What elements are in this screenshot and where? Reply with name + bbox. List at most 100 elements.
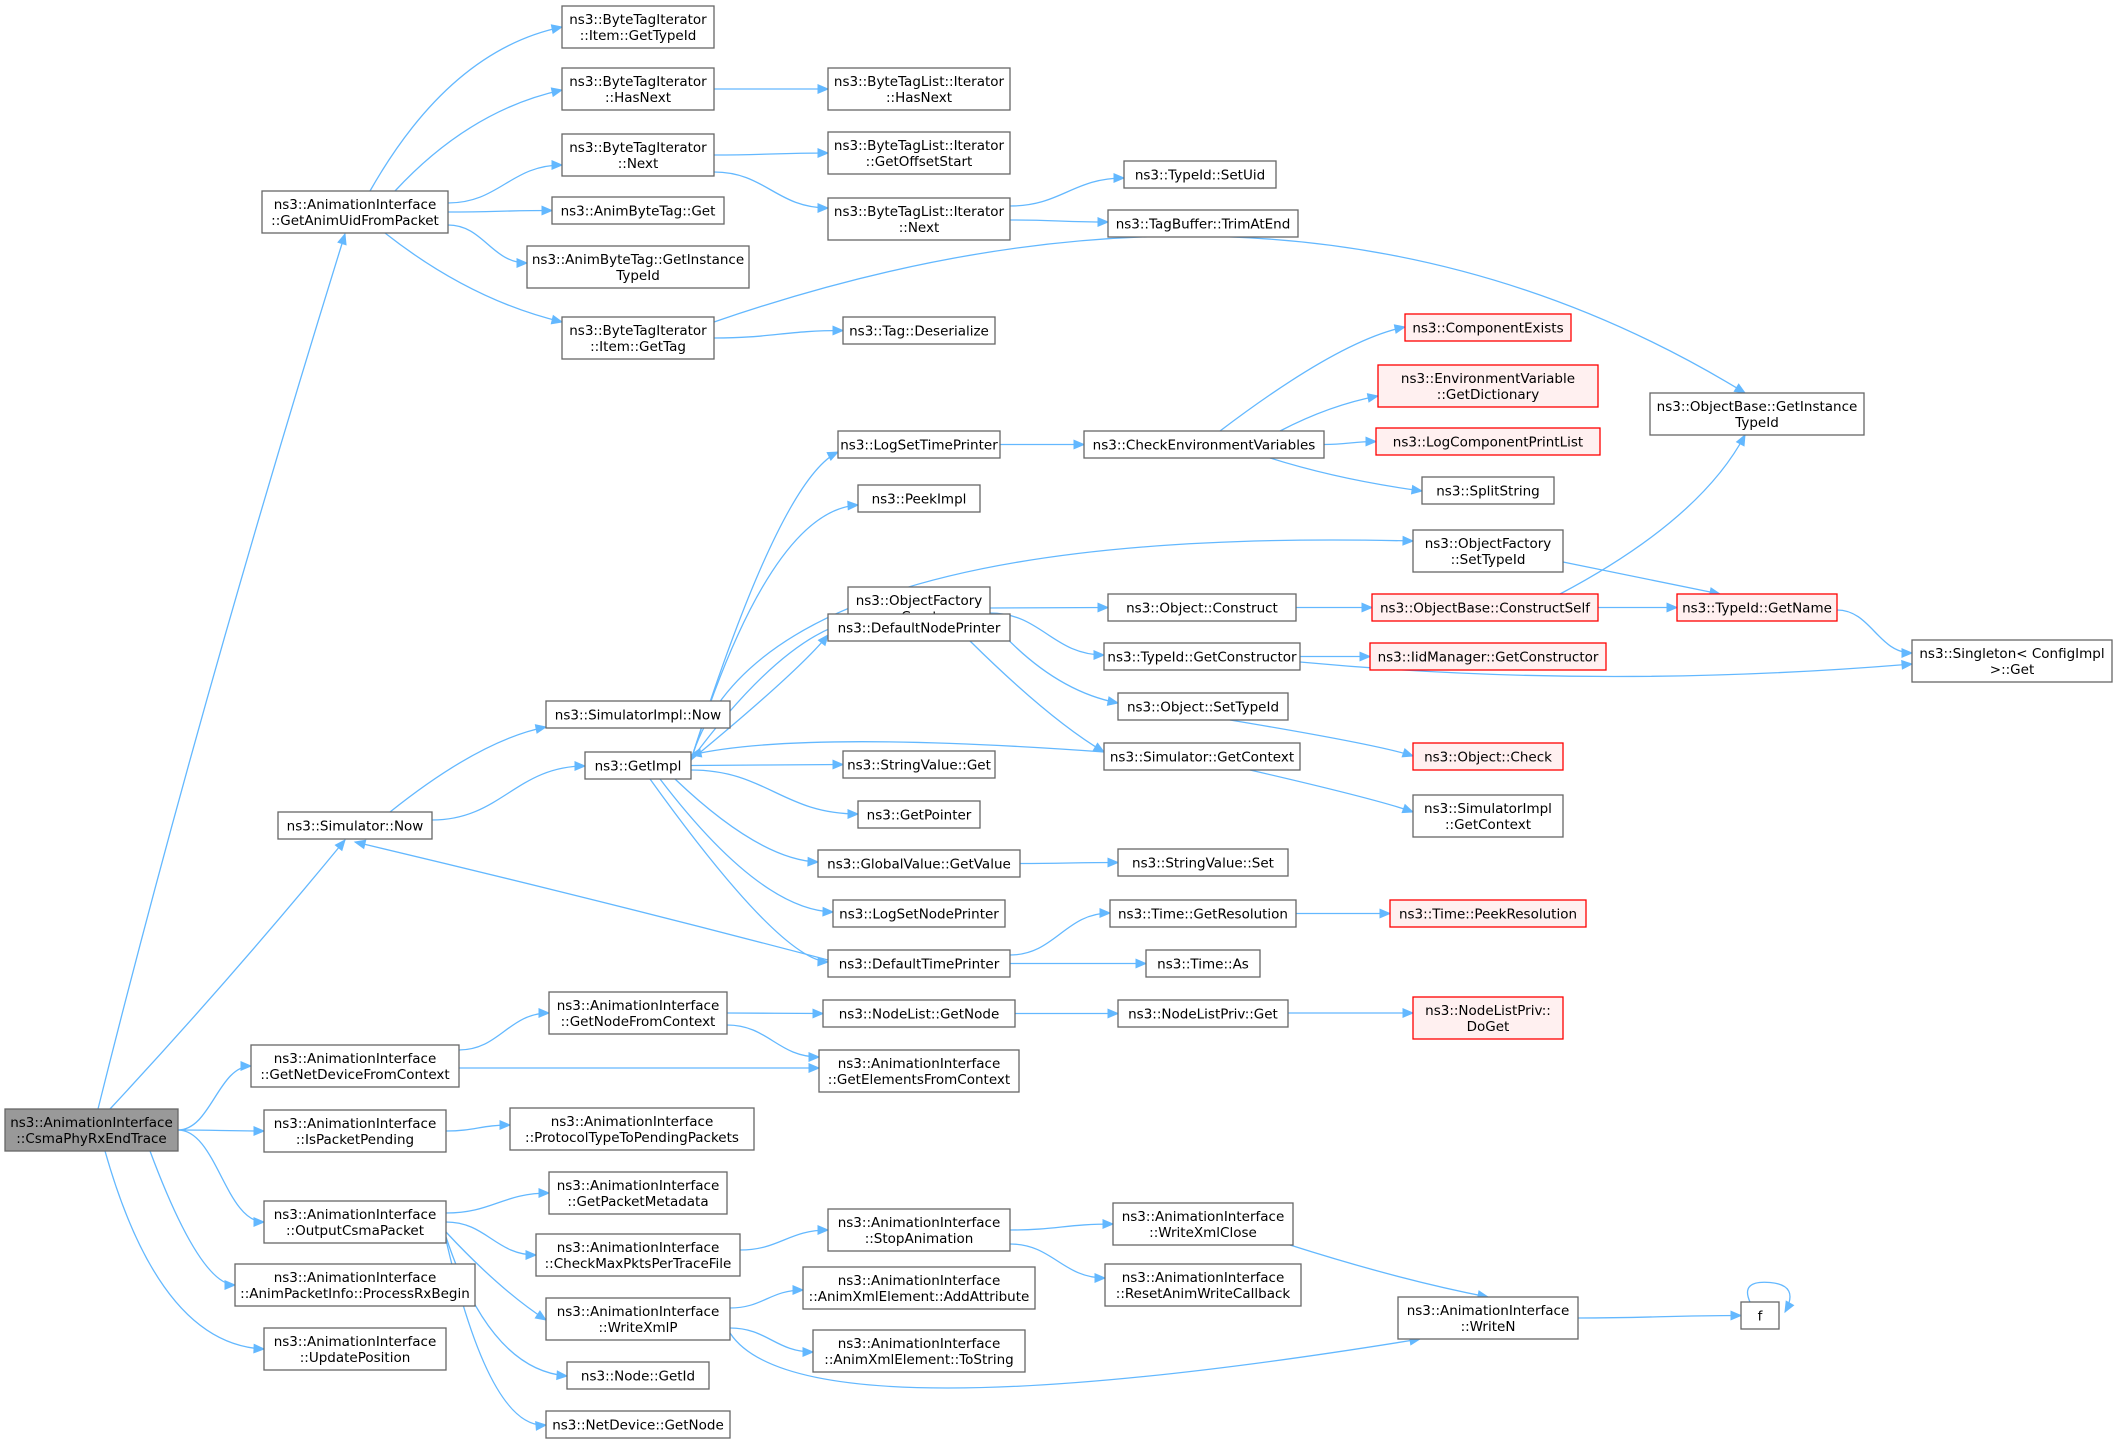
node-compExists[interactable]: ns3::ComponentExists [1404, 313, 1572, 342]
node-objSetTypeId[interactable]: ns3::Object::SetTypeId [1117, 692, 1289, 721]
node-peekImpl[interactable]: ns3::PeekImpl [857, 484, 981, 513]
edge-defTimePrinter-to-simNow [353, 839, 829, 961]
node-btiNext[interactable]: ns3::ByteTagIterator::Next [561, 133, 715, 177]
node-objCheck[interactable]: ns3::Object::Check [1412, 742, 1564, 771]
node-defTimePrinter[interactable]: ns3::DefaultTimePrinter [827, 949, 1011, 978]
node-typeIdGetName[interactable]: ns3::TypeId::GetName [1676, 593, 1838, 622]
edge-arrowhead [535, 1421, 548, 1431]
node-getAnimUid[interactable]: ns3::AnimationInterface::GetAnimUidFromP… [261, 190, 449, 234]
node-singletonGet[interactable]: ns3::Singleton< ConfigImpl >::Get [1911, 639, 2113, 683]
node-getImpl[interactable]: ns3::GetImpl [584, 751, 692, 780]
node-outputCsma[interactable]: ns3::AnimationInterface::OutputCsmaPacke… [263, 1200, 447, 1244]
edge-nlpGet-to-nlpDoGet [1288, 1008, 1415, 1018]
edge-arrowhead [1106, 696, 1120, 706]
node-splitString[interactable]: ns3::SplitString [1421, 476, 1555, 505]
node-typeIdSetUid[interactable]: ns3::TypeId::SetUid [1123, 160, 1277, 189]
node-label-line: ns3::Object::Check [1424, 750, 1552, 766]
node-getPktMeta[interactable]: ns3::AnimationInterface::GetPacketMetada… [548, 1171, 728, 1215]
node-box [566, 1361, 710, 1390]
node-abtGet[interactable]: ns3::AnimByteTag::Get [551, 196, 725, 225]
node-simImplNow[interactable]: ns3::SimulatorImpl::Now [545, 700, 731, 729]
node-btiHasNext[interactable]: ns3::ByteTagIterator::HasNext [561, 67, 715, 111]
node-obConstructSelf[interactable]: ns3::ObjectBase::ConstructSelf [1371, 593, 1599, 622]
node-updatePos[interactable]: ns3::AnimationInterface::UpdatePosition [263, 1327, 447, 1371]
node-writeN[interactable]: ns3::AnimationInterface::WriteN [1397, 1296, 1579, 1340]
node-nlGetNode[interactable]: ns3::NodeList::GetNode [822, 999, 1016, 1028]
node-label-line: ::GetNetDeviceFromContext [260, 1067, 449, 1083]
node-simGetContext[interactable]: ns3::Simulator::GetContext [1103, 742, 1301, 771]
node-label-line: ns3::TypeId::GetName [1682, 601, 1832, 617]
node-root[interactable]: ns3::AnimationInterface::CsmaPhyRxEndTra… [4, 1108, 179, 1152]
node-checkMax[interactable]: ns3::AnimationInterface::CheckMaxPktsPer… [535, 1233, 741, 1277]
node-box [277, 811, 433, 840]
node-writeXmlP[interactable]: ns3::AnimationInterface::WriteXmlP [545, 1297, 731, 1341]
node-protoType[interactable]: ns3::AnimationInterface::ProtocolTypeToP… [509, 1107, 755, 1151]
node-timePeekRes[interactable]: ns3::Time::PeekResolution [1389, 899, 1587, 928]
node-strValGet[interactable]: ns3::StringValue::Get [842, 750, 996, 779]
node-tagDeser[interactable]: ns3::Tag::Deserialize [842, 316, 996, 345]
node-box [509, 1107, 755, 1151]
node-typeIdGetCtor[interactable]: ns3::TypeId::GetConstructor [1103, 642, 1301, 671]
node-btlOffset[interactable]: ns3::ByteTagList::Iterator::GetOffsetSta… [827, 131, 1011, 175]
node-isPktPending[interactable]: ns3::AnimationInterface::IsPacketPending [263, 1109, 447, 1153]
node-label-line: ::AnimXmlElement::ToString [824, 1352, 1013, 1368]
node-nlpGet[interactable]: ns3::NodeListPriv::Get [1117, 999, 1289, 1028]
node-logSetNode[interactable]: ns3::LogSetNodePrinter [832, 899, 1006, 928]
node-label-line: ::CsmaPhyRxEndTrace [16, 1131, 167, 1147]
node-stopAnim[interactable]: ns3::AnimationInterface::StopAnimation [827, 1208, 1011, 1252]
node-envGetDict[interactable]: ns3::EnvironmentVariable::GetDictionary [1377, 364, 1599, 408]
edge-line [445, 1221, 537, 1256]
node-objConstruct[interactable]: ns3::Object::Construct [1107, 593, 1297, 622]
node-getElements[interactable]: ns3::AnimationInterface::GetElementsFrom… [818, 1049, 1020, 1093]
node-writeXmlClose[interactable]: ns3::AnimationInterface::WriteXmlClose [1112, 1202, 1294, 1246]
node-btlHasNext[interactable]: ns3::ByteTagList::Iterator::HasNext [827, 67, 1011, 111]
node-tagBufTrim[interactable]: ns3::TagBuffer::TrimAtEnd [1107, 209, 1299, 238]
node-box [545, 700, 731, 729]
node-getNetDev[interactable]: ns3::AnimationInterface::GetNetDeviceFro… [250, 1044, 460, 1088]
edge-arrowhead [1359, 651, 1372, 662]
node-box [1389, 899, 1587, 928]
node-nodeGetId[interactable]: ns3::Node::GetId [566, 1361, 710, 1390]
node-box [1740, 1301, 1780, 1330]
node-simNow[interactable]: ns3::Simulator::Now [277, 811, 433, 840]
node-fFunc[interactable]: f [1740, 1301, 1780, 1330]
node-defNodePrinter[interactable]: ns3::DefaultNodePrinter [827, 613, 1011, 642]
node-btiItemTypeId[interactable]: ns3::ByteTagIterator::Item::GetTypeId [561, 5, 715, 49]
node-ofSetTypeId[interactable]: ns3::ObjectFactory::SetTypeId [1412, 529, 1564, 573]
node-addAttr[interactable]: ns3::AnimationInterface::AnimXmlElement:… [802, 1266, 1036, 1310]
node-iidGetCtor[interactable]: ns3::IidManager::GetConstructor [1369, 642, 1607, 671]
node-simImplGetCtx[interactable]: ns3::SimulatorImpl::GetContext [1412, 794, 1564, 838]
node-resetAnim[interactable]: ns3::AnimationInterface::ResetAnimWriteC… [1104, 1263, 1302, 1307]
node-label-line: ns3::ByteTagIterator [569, 74, 707, 90]
node-processRx[interactable]: ns3::AnimationInterface::AnimPacketInfo:… [234, 1263, 476, 1307]
node-btiItemGetTag[interactable]: ns3::ByteTagIterator::Item::GetTag [561, 316, 715, 360]
node-gvGetValue[interactable]: ns3::GlobalValue::GetValue [817, 849, 1021, 878]
node-label-line: ns3::SimulatorImpl [1424, 801, 1552, 817]
edge-arrowhead [541, 205, 554, 216]
node-timeGetRes[interactable]: ns3::Time::GetResolution [1109, 899, 1297, 928]
node-getPointer[interactable]: ns3::GetPointer [857, 800, 981, 829]
edge-line [1269, 457, 1423, 492]
node-netDevGetNode[interactable]: ns3::NetDevice::GetNode [545, 1410, 731, 1439]
node-btlNext[interactable]: ns3::ByteTagList::Iterator::Next [827, 197, 1011, 241]
node-logSetTime[interactable]: ns3::LogSetTimePrinter [837, 430, 1001, 459]
node-logCompPrint[interactable]: ns3::LogComponentPrintList [1375, 427, 1601, 456]
node-nlpDoGet[interactable]: ns3::NodeListPriv::DoGet [1412, 996, 1564, 1040]
edge-arrowhead [556, 1370, 569, 1381]
edge-arrowhead [1365, 436, 1378, 447]
node-label-line: ns3::PeekImpl [872, 492, 967, 508]
edge-line [97, 233, 346, 1110]
edge-line [1289, 1244, 1489, 1298]
node-getNodeFromCtx[interactable]: ns3::AnimationInterface::GetNodeFromCont… [548, 991, 728, 1035]
node-strValSet[interactable]: ns3::StringValue::Set [1117, 848, 1289, 877]
edge-arrowhead [1402, 535, 1415, 546]
node-timeAs[interactable]: ns3::Time::As [1145, 949, 1261, 978]
node-checkEnv[interactable]: ns3::CheckEnvironmentVariables [1083, 430, 1325, 459]
edge-arrowhead [847, 500, 860, 511]
node-toString[interactable]: ns3::AnimationInterface::AnimXmlElement:… [812, 1329, 1026, 1373]
node-box [1371, 593, 1599, 622]
edge-line [690, 504, 859, 761]
edge-btiItemGetTag-to-obGetInst [713, 235, 1747, 394]
